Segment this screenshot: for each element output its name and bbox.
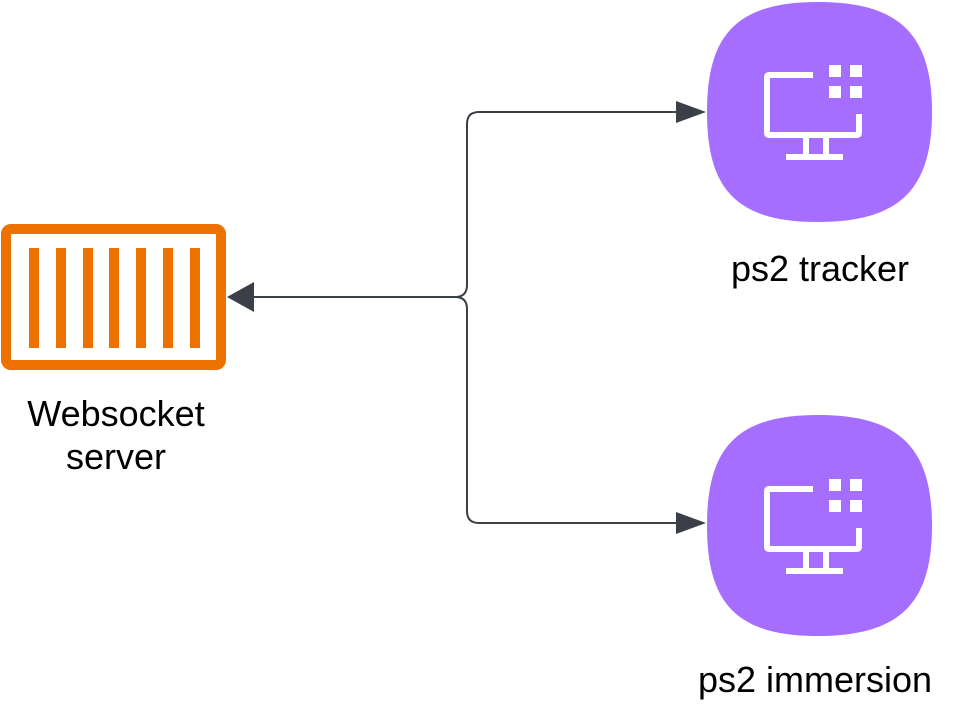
arrowhead-websocket-server: [227, 282, 254, 312]
edges: [252, 111, 680, 524]
grid-squares: [829, 479, 862, 512]
websocket-server-label: Websocket server: [0, 392, 232, 478]
node-websocket-server[interactable]: [1, 224, 226, 370]
ps2-immersion-label: ps2 immersion: [697, 659, 933, 700]
arrowhead-ps2-tracker: [676, 101, 706, 123]
node-ps2-immersion-shape: [707, 415, 932, 636]
websocket-server-label-line2: server: [65, 436, 167, 478]
grid-squares: [829, 65, 862, 98]
desktop-grid-icon: [764, 486, 862, 574]
desktop-grid-icon: [764, 72, 862, 160]
edge-server-to-junction[interactable]: [252, 111, 680, 298]
websocket-server-label-line1: Websocket: [27, 393, 205, 434]
arrowhead-ps2-immersion: [676, 512, 706, 534]
container-icon: [1, 224, 226, 370]
ps2-tracker-label: ps2 tracker: [730, 248, 910, 289]
node-ps2-immersion[interactable]: [707, 415, 932, 636]
node-ps2-tracker-shape: [707, 2, 932, 222]
node-ps2-tracker[interactable]: [707, 2, 932, 222]
edge-junction-to-immersion[interactable]: [454, 296, 680, 524]
